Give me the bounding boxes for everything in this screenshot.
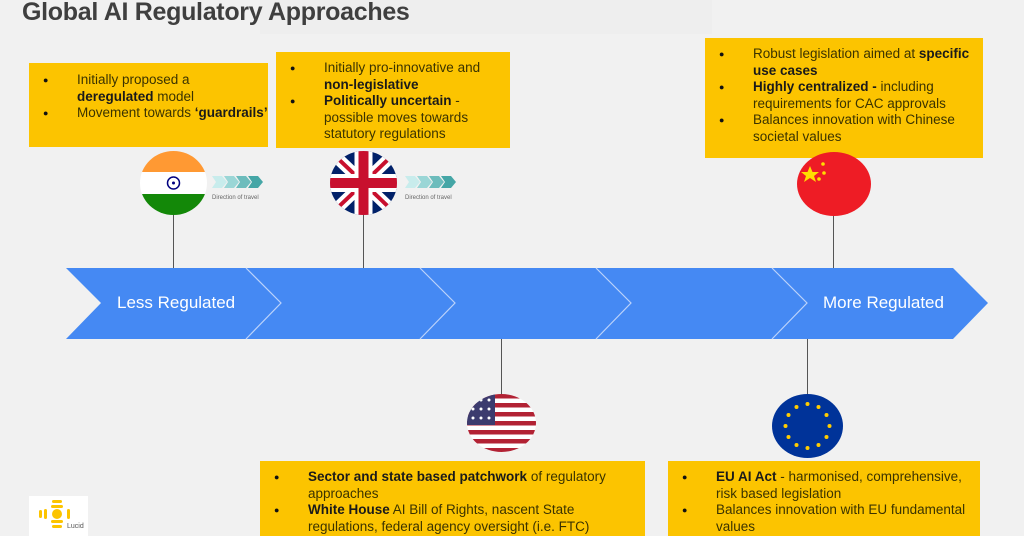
bullet: Initially pro-innovative and non-legisla…: [276, 60, 510, 93]
us-bullets: Sector and state based patchwork of regu…: [260, 469, 645, 535]
bullet: Initially proposed a deregulated model: [29, 72, 268, 105]
bullet: Highly centralized - including requireme…: [705, 79, 983, 112]
uk-callout: Initially pro-innovative and non-legisla…: [276, 52, 510, 148]
india-bullets: Initially proposed a deregulated model M…: [29, 72, 268, 122]
us-connector: [501, 339, 502, 395]
eu-connector: [807, 339, 808, 395]
bullet: Sector and state based patchwork of regu…: [260, 469, 645, 502]
bullet: White House AI Bill of Rights, nascent S…: [260, 502, 645, 535]
bullet: Balances innovation with EU fundamental …: [668, 502, 980, 535]
india-callout: Initially proposed a deregulated model M…: [29, 63, 268, 147]
uk-direction-of-travel: Direction of travel: [405, 175, 457, 201]
direction-chevrons-icon: [212, 176, 263, 188]
uk-bullets: Initially pro-innovative and non-legisla…: [276, 60, 510, 143]
bullet: Balances innovation with Chinese societa…: [705, 112, 983, 145]
less-regulated-label: Less Regulated: [117, 293, 236, 312]
eu-bullets: EU AI Act - harmonised, comprehensive, r…: [668, 469, 980, 535]
eu-flag-icon: [772, 394, 843, 458]
bullet: EU AI Act - harmonised, comprehensive, r…: [668, 469, 980, 502]
uk-flag-icon: [330, 151, 397, 215]
direction-chevrons-icon: [405, 176, 456, 188]
uk-connector: [363, 212, 364, 268]
lucid-logo: Lucid: [29, 496, 88, 536]
more-regulated-label: More Regulated: [823, 293, 944, 312]
china-callout: Robust legislation aimed at specific use…: [705, 38, 983, 158]
lucid-logo-text: Lucid: [67, 523, 84, 530]
india-direction-of-travel: Direction of travel: [212, 175, 264, 201]
page-title: Global AI Regulatory Approaches: [22, 0, 410, 26]
bullet: Robust legislation aimed at specific use…: [705, 46, 983, 79]
china-flag-icon: [797, 152, 871, 216]
china-connector: [833, 214, 834, 268]
eu-callout: EU AI Act - harmonised, comprehensive, r…: [668, 461, 980, 536]
title-background: [260, 0, 712, 34]
lucid-logo-icon: [39, 500, 70, 528]
us-flag-icon: [467, 394, 536, 452]
china-bullets: Robust legislation aimed at specific use…: [705, 46, 983, 145]
bullet: Politically uncertain - possible moves t…: [276, 93, 510, 143]
india-connector: [173, 212, 174, 268]
india-flag-icon: [140, 151, 207, 215]
us-callout: Sector and state based patchwork of regu…: [260, 461, 645, 536]
bullet: Movement towards ‘guardrails’: [29, 105, 268, 122]
